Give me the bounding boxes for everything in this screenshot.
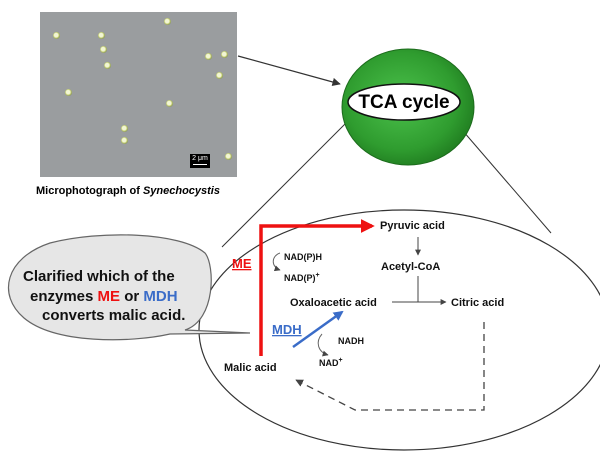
pathway-ellipse [198, 209, 600, 451]
cell [216, 72, 223, 79]
photo-to-tca-arrow [237, 55, 341, 87]
caption-species: Synechocystis [142, 185, 220, 197]
me-pathway-arrow [259, 219, 375, 356]
callout-or: or [120, 288, 143, 305]
scale-bar-line [193, 164, 207, 165]
cell [164, 18, 171, 25]
pyruvic-acid-label: Pyruvic acid [380, 220, 445, 232]
caption-prefix: Microphotograph of [36, 185, 143, 197]
nadph-label: NAD(P)H [284, 252, 322, 262]
cell [104, 62, 111, 69]
cell [65, 89, 72, 96]
mdh-pathway-arrow [292, 310, 344, 349]
nadp-label: NAD(P) [284, 273, 316, 283]
scale-bar-label: 2 μm [192, 155, 208, 162]
cell [121, 137, 128, 144]
callout-me: ME [98, 288, 121, 305]
nadp-cofactor-arrow [272, 252, 281, 272]
cell [205, 53, 212, 60]
microphotograph: 2 μm [40, 12, 237, 177]
zoom-line-right [462, 130, 552, 234]
svg-text:Clarified which of the: Clarified which of the [23, 268, 175, 285]
acetyl-coa-label: Acetyl-CoA [381, 261, 440, 273]
mdh-enzyme-label: MDH [272, 322, 302, 337]
malic-acid-label: Malic acid [224, 362, 277, 374]
microphotograph-caption: Microphotograph of Synechocystis [36, 185, 220, 197]
cell [100, 46, 107, 53]
nad-plus: + [339, 357, 343, 364]
svg-text:NAD(P)+: NAD(P)+ [284, 272, 320, 283]
callout-mdh: MDH [143, 288, 177, 305]
cell [121, 125, 128, 132]
callout-line-3: converts malic acid. [42, 307, 185, 324]
callout-line-1: Clarified which of the [23, 268, 175, 285]
nad-cofactor-arrow [317, 333, 329, 357]
me-enzyme-label: ME [232, 256, 252, 271]
cell [225, 153, 232, 160]
cell [166, 100, 173, 107]
zoom-line-left [221, 103, 366, 248]
svg-text:converts malic acid.: converts malic acid. [42, 307, 185, 324]
nad-label: NAD [319, 358, 339, 368]
cell [53, 32, 60, 39]
tca-cycle-ball: TCA cycle [341, 48, 475, 166]
cell [221, 51, 228, 58]
oxaloacetic-acid-label: Oxaloacetic acid [290, 297, 377, 309]
nadp-plus: + [316, 272, 320, 279]
callout-bubble: Clarified which of the enzymes ME or MDH… [7, 234, 251, 341]
cell [98, 32, 105, 39]
nadh-label: NADH [338, 336, 364, 346]
svg-text:NAD+: NAD+ [319, 357, 343, 368]
tca-cycle-label: TCA cycle [358, 92, 449, 113]
scale-bar: 2 μm [190, 154, 210, 168]
citric-acid-label: Citric acid [451, 297, 504, 309]
callout-line-2-a: enzymes [30, 288, 98, 305]
svg-text:enzymes ME or MDH: enzymes ME or MDH [30, 288, 178, 305]
